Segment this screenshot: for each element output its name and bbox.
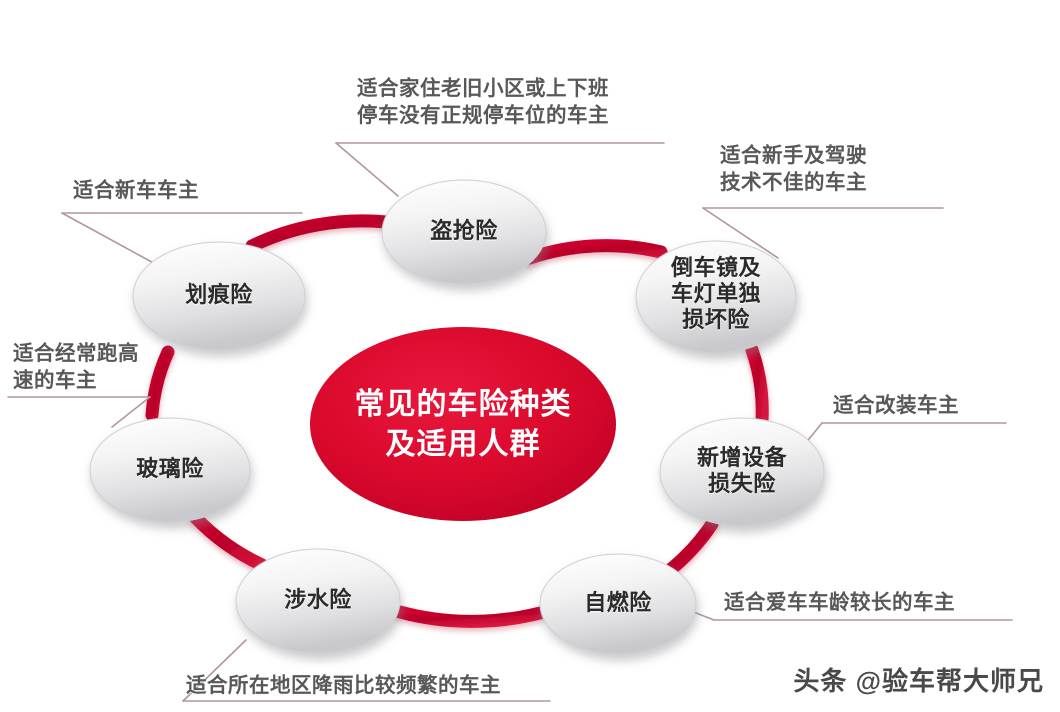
callout-glass: 适合经常跑高 速的车主 — [13, 342, 139, 392]
watermark-text: 头条 @验车帮大师兄 — [793, 666, 1044, 696]
callout-wading: 适合所在地区降雨比较频繁的车主 — [186, 674, 501, 697]
ring-arc-1 — [523, 239, 668, 265]
node-shape-scratch — [132, 241, 306, 351]
leader-mirror-tail — [702, 207, 779, 259]
node-shape-glass — [89, 417, 251, 523]
center-ellipse — [310, 327, 616, 521]
node-shapes — [89, 179, 825, 655]
leader-lines — [7, 142, 1013, 702]
leader-theft-tail — [335, 142, 399, 197]
ring-arc-2 — [745, 343, 769, 427]
callout-scratch: 适合新车车主 — [73, 179, 199, 202]
callout-theft: 适合家住老旧小区或上下班 停车没有正规停车位的车主 — [357, 77, 609, 127]
node-shape-wading — [235, 548, 401, 654]
callout-selfignite: 适合爱车车龄较长的车主 — [724, 591, 955, 614]
ring-arc-5 — [189, 511, 269, 572]
ring-arc-4 — [393, 605, 547, 628]
ring-arc-6 — [145, 345, 175, 422]
node-shape-selfignite — [539, 553, 697, 655]
callout-equipment: 适合改装车主 — [833, 394, 959, 417]
ring-arcs — [145, 214, 769, 628]
node-shape-equipment — [659, 417, 825, 527]
ring-arc-3 — [663, 517, 719, 577]
leader-wading-tail — [182, 639, 247, 702]
ring-arc-7 — [245, 214, 393, 253]
callout-mirror: 适合新手及驾驶 技术不佳的车主 — [720, 144, 867, 194]
node-shape-mirror — [635, 240, 797, 354]
node-shape-theft — [381, 179, 547, 285]
leader-glass-tail — [111, 396, 151, 428]
